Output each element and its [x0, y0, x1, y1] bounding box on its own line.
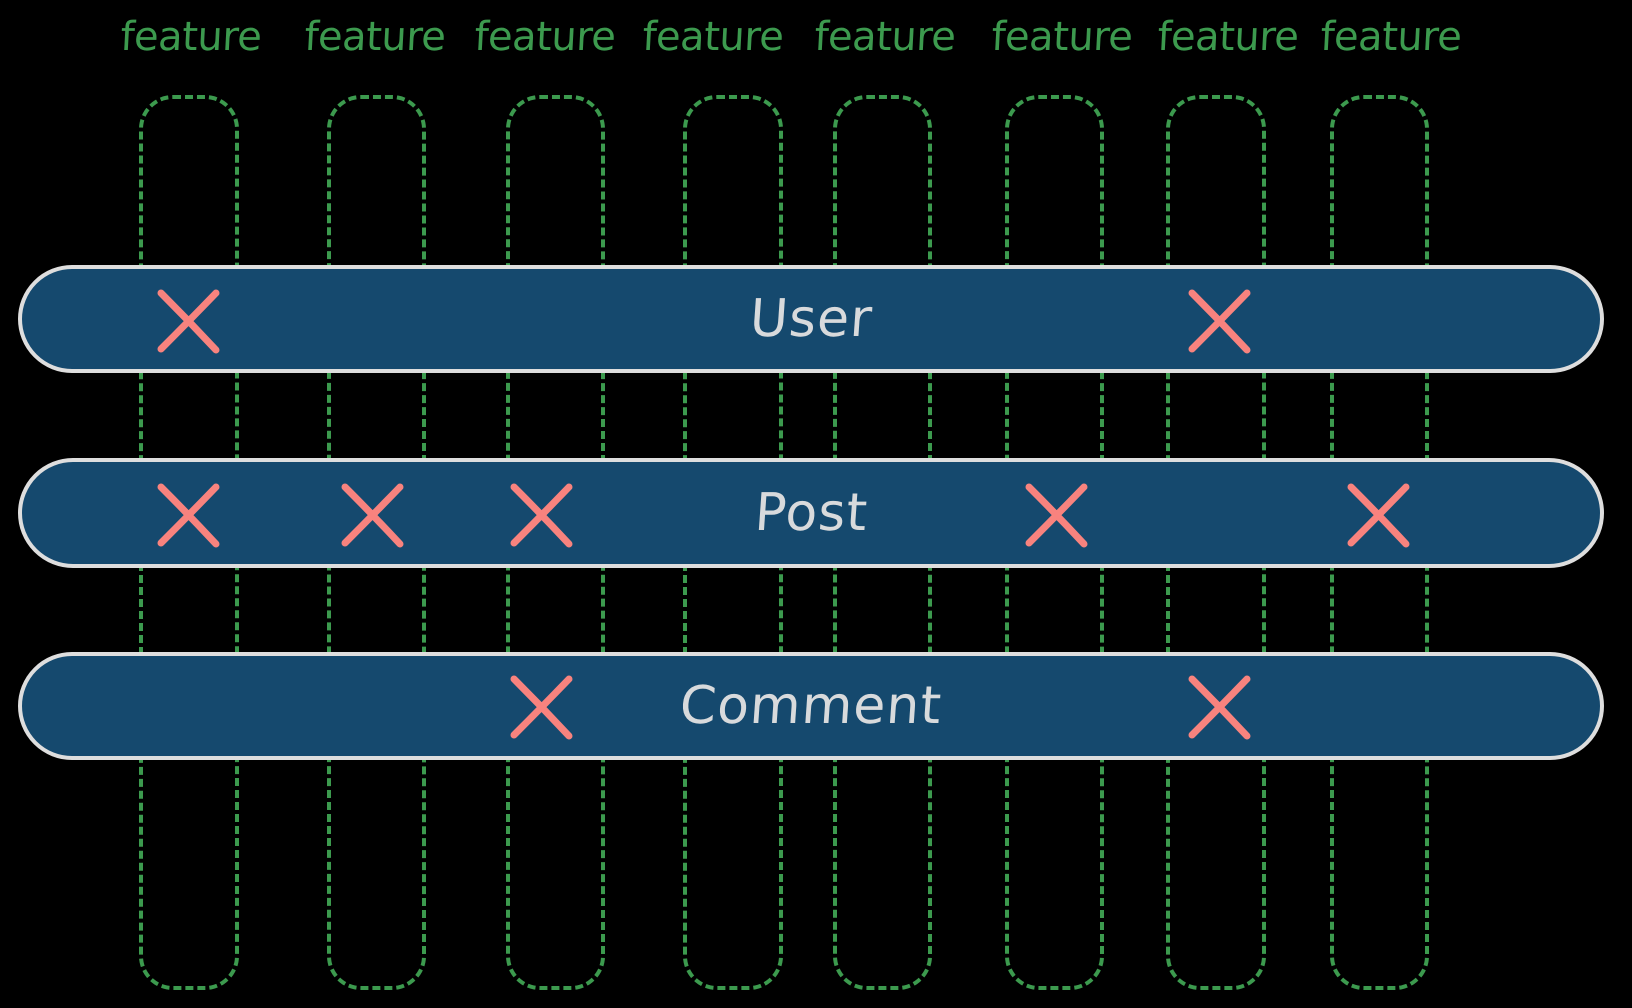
entity-name-label: Post: [752, 483, 870, 543]
entity-name-label: Comment: [678, 676, 944, 736]
entity-row-comment[interactable]: Comment: [18, 652, 1604, 760]
feature-column-label: feature: [1156, 14, 1300, 60]
feature-column-label: feature: [473, 14, 617, 60]
feature-column-label: feature: [119, 14, 263, 60]
feature-column-label: feature: [303, 14, 447, 60]
entity-row-user[interactable]: User: [18, 265, 1604, 373]
entity-row-post[interactable]: Post: [18, 458, 1604, 568]
feature-column-label: feature: [813, 14, 957, 60]
entity-name-label: User: [747, 289, 875, 349]
feature-column-label: feature: [990, 14, 1134, 60]
feature-column-label: feature: [641, 14, 785, 60]
feature-column-label: feature: [1319, 14, 1463, 60]
